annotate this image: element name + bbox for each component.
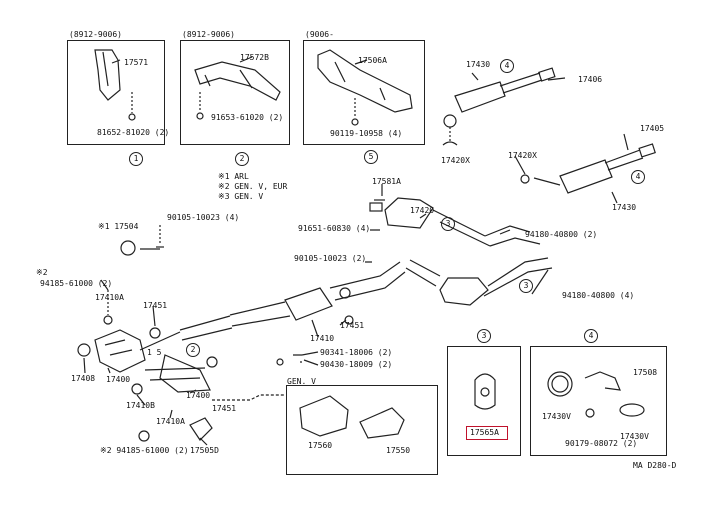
part-81652: 81652-81020 (2) [97, 128, 170, 137]
part-90105-b: 90105-10023 (2) [294, 254, 367, 263]
part-17420x-2: 17420X [508, 151, 537, 160]
box1-header: (8912-9006) [69, 30, 122, 39]
part-17565a: 17565A [470, 428, 499, 437]
part-17430-upper: 17430 [466, 60, 491, 69]
part-17504: ※1 17504 [98, 222, 139, 231]
callout-4-upper: 4 [500, 59, 514, 73]
part-17410: 17410 [310, 334, 335, 343]
callout-5: 5 [364, 150, 378, 164]
part-17505d: 17505D [190, 446, 219, 455]
part-94185-b: ※2 94185-61000 (2) [100, 446, 189, 455]
part-94180-a: 94180-40800 (2) [525, 230, 598, 239]
part-17410a: 17410A [95, 293, 124, 302]
part-17408: 17408 [71, 374, 96, 383]
part-94185-a: 94185-61000 (2) [40, 279, 113, 288]
part-90341: 90341-18006 (2) [320, 348, 393, 357]
callout-1-5: 1 5 [147, 348, 162, 357]
part-17508: 17508 [633, 368, 658, 377]
legend-arl: ※1 ARL [218, 172, 249, 181]
bracket-box-1 [67, 40, 165, 145]
callout-3-lower: 3 [519, 279, 533, 293]
callout-3-box: 3 [477, 329, 491, 343]
part-17400: 17400 [106, 375, 131, 384]
part-90105-a: 90105-10023 (4) [167, 213, 240, 222]
part-90119: 90119-10958 (4) [330, 129, 403, 138]
part-17451-a: 17451 [143, 301, 168, 310]
part-94180-b: 94180-40800 (4) [562, 291, 635, 300]
part-17571: 17571 [124, 58, 149, 67]
part-17420x: 17420X [441, 156, 470, 165]
gen-v-box [286, 385, 438, 475]
part-17410a-2: 17410A [156, 417, 185, 426]
hanger-box-3 [447, 346, 521, 456]
parts-box-4 [530, 346, 667, 456]
part-17406: 17406 [578, 75, 603, 84]
part-17506a: 17506A [358, 56, 387, 65]
gen-v-header: GEN. V [287, 377, 316, 386]
part-17550: 17550 [386, 446, 411, 455]
part-17420: 17420 [410, 206, 435, 215]
callout-2-center: 2 [186, 343, 200, 357]
callout-4-box: 4 [584, 329, 598, 343]
box2-header: (8912-9006) [182, 30, 235, 39]
note-star-2: ※2 [36, 268, 48, 277]
part-90430: 90430-18009 (2) [320, 360, 393, 369]
part-17430-lower: 17430 [612, 203, 637, 212]
box5-header: (9006- [305, 30, 334, 39]
part-17405: 17405 [640, 124, 665, 133]
callout-2: 2 [235, 152, 249, 166]
part-17430v-b: 17430V [620, 432, 649, 441]
callout-3-upper: 3 [441, 217, 455, 231]
bracket-box-2 [180, 40, 290, 145]
diagram-code: MA D280-D [633, 461, 677, 470]
part-17410b: 17410B [126, 401, 155, 410]
part-17581a: 17581A [372, 177, 401, 186]
callout-1: 1 [129, 152, 143, 166]
callout-4-lower: 4 [631, 170, 645, 184]
part-91651: 91651-60830 (4) [298, 224, 371, 233]
part-17572b: 17572B [240, 53, 269, 62]
part-17430v-a: 17430V [542, 412, 571, 421]
part-17451-b: 17451 [340, 321, 365, 330]
legend-gen-v-eur: ※2 GEN. V, EUR [218, 182, 288, 191]
part-17400-b: 17400 [186, 391, 211, 400]
part-91653: 91653-61020 (2) [211, 113, 284, 122]
highlighted-part-box [466, 426, 508, 440]
part-17560: 17560 [308, 441, 333, 450]
bracket-box-5 [303, 40, 425, 145]
legend-gen-v: ※3 GEN. V [218, 192, 264, 201]
part-90179: 90179-08072 (2) [565, 439, 638, 448]
part-17451-c: 17451 [212, 404, 237, 413]
